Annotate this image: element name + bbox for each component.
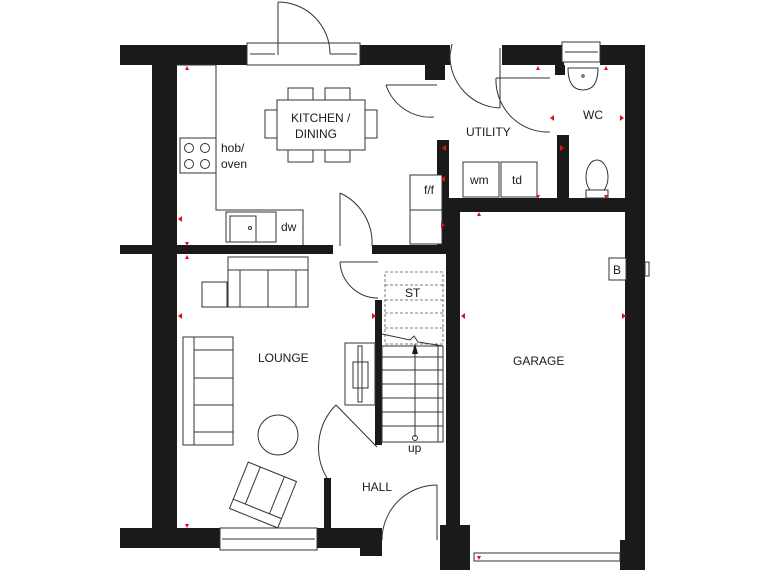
sofa-icon	[182, 336, 234, 446]
utility-appliances	[462, 161, 538, 198]
stairs-up-label: up	[408, 441, 422, 455]
doors	[277, 1, 551, 541]
tv-unit-icon	[344, 342, 376, 406]
dishwasher-label: dw	[281, 220, 297, 234]
hob-icon	[179, 137, 217, 174]
kitchen-label: KITCHEN /	[291, 111, 351, 125]
lounge-label: LOUNGE	[258, 351, 309, 365]
room-labels: KITCHEN / DINING UTILITY WC LOUNGE HALL …	[258, 108, 603, 494]
oven-label: oven	[221, 157, 247, 171]
hob-label: hob/	[221, 141, 245, 155]
kitchen-worktops	[177, 64, 443, 245]
dining-table	[264, 87, 378, 163]
wc-label: WC	[583, 108, 603, 122]
boiler	[608, 257, 627, 281]
staircase	[381, 271, 444, 443]
tumble-dryer-icon	[500, 161, 538, 198]
storage-label: ST	[405, 286, 421, 300]
utility-label: UTILITY	[466, 125, 511, 139]
armchair-icon	[228, 461, 298, 529]
washing-machine-icon	[462, 161, 500, 198]
walls	[120, 45, 645, 570]
boiler-label: B	[613, 263, 621, 277]
windows	[219, 41, 650, 562]
fixture-labels: hob/ oven dw f/f wm td ST up B	[221, 141, 621, 455]
fridge-freezer-icon	[409, 174, 443, 211]
coffee-table-icon	[257, 414, 299, 456]
boiler-icon	[608, 257, 627, 281]
garage-label: GARAGE	[513, 354, 564, 368]
toilet-icon	[585, 159, 609, 195]
wc-fixtures	[567, 67, 609, 199]
dimension-markers	[178, 66, 626, 560]
lounge-furniture	[182, 256, 376, 529]
kitchen-label-2: DINING	[295, 127, 337, 141]
tumble-dryer-label: td	[512, 173, 522, 187]
hall-label: HALL	[362, 480, 392, 494]
basin-icon	[567, 67, 599, 91]
fridge-freezer-label: f/f	[424, 183, 435, 197]
washing-machine-label: wm	[469, 173, 489, 187]
